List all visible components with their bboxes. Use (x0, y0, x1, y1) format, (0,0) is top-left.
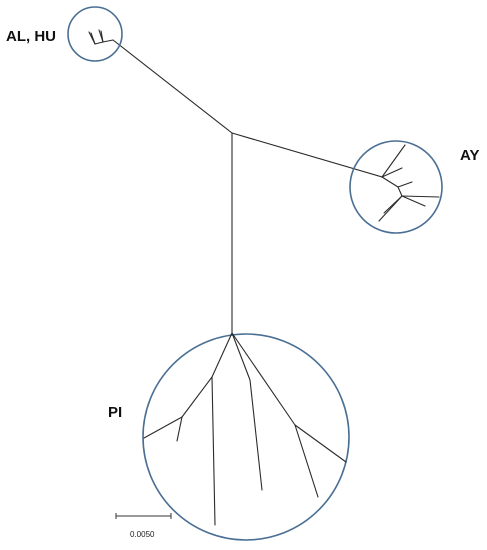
branch-ay (381, 176, 399, 188)
cluster-circle-pi (142, 333, 350, 541)
cluster-al-hu: AL, HU (6, 6, 123, 62)
branch-al-hu (102, 39, 114, 43)
branch-center-to-ay (231, 132, 383, 178)
branch-al-hu (94, 41, 104, 45)
tree-backbone (112, 39, 383, 334)
branch-pi (294, 424, 347, 463)
branch-al-hu (100, 30, 104, 43)
cluster-circle-al-hu (67, 6, 123, 62)
branch-ay (381, 144, 406, 178)
branch-pi (211, 332, 233, 378)
branch-al-hu (90, 32, 96, 45)
cluster-label-ay: AY (460, 147, 479, 164)
branches-ay (378, 144, 440, 222)
branch-pi (181, 376, 213, 418)
branches-al-hu (88, 29, 114, 45)
branch-center-to-alhu (112, 39, 233, 134)
branches-pi (143, 332, 347, 526)
cluster-circle-ay (349, 140, 443, 234)
branch-pi (211, 376, 216, 526)
branch-pi (249, 379, 263, 491)
branch-ay (378, 195, 403, 222)
scale-bar: 0.0050 (115, 513, 172, 539)
branch-ay (381, 167, 403, 178)
cluster-label-al-hu: AL, HU (6, 28, 56, 45)
branch-pi (294, 424, 319, 498)
branch-pi (143, 416, 183, 439)
scale-bar-label: 0.0050 (130, 530, 155, 539)
branch-ay (401, 195, 426, 207)
branch-ay (401, 195, 440, 198)
cluster-pi: PI (108, 332, 350, 541)
cluster-label-pi: PI (108, 404, 122, 421)
branch-pi (231, 332, 296, 426)
branch-ay (397, 186, 403, 197)
branch-pi (176, 416, 183, 442)
branch-pi (231, 332, 251, 381)
cluster-ay: AY (349, 140, 479, 234)
branch-ay (397, 181, 413, 188)
